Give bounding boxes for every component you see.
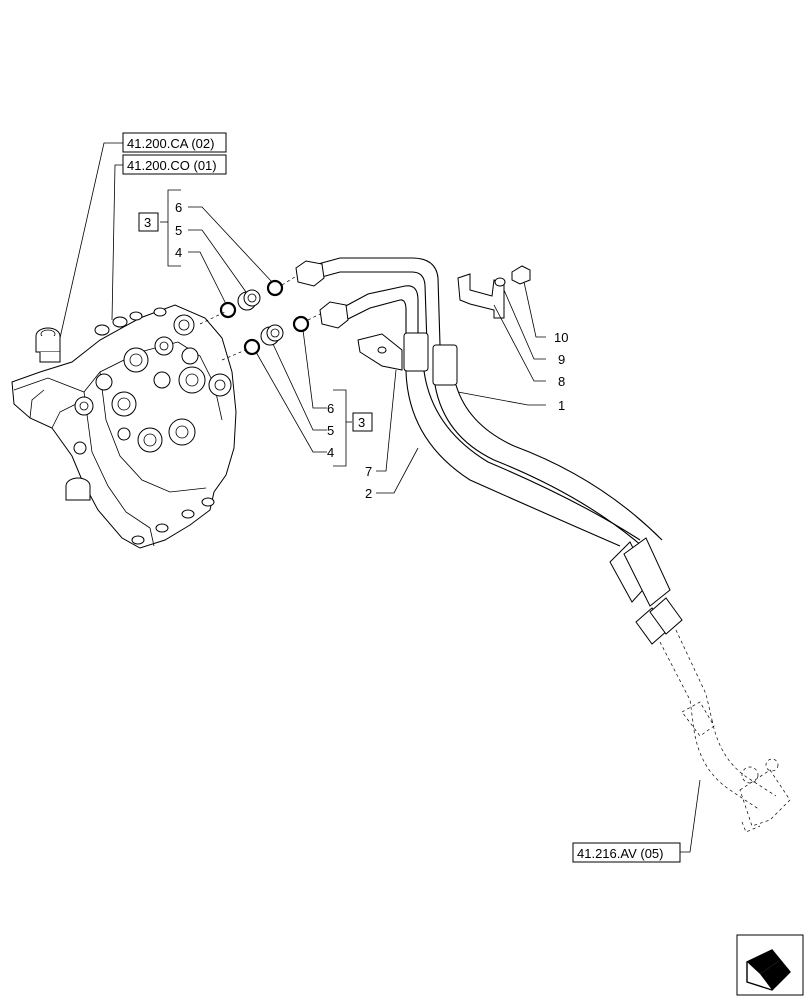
leader-lines [59, 142, 701, 853]
callout-7: 7 [365, 464, 372, 479]
reference-label-41-200-co: 41.200.CO (01) [122, 154, 227, 175]
reference-text-41-200-co: 41.200.CO (01) [127, 158, 217, 173]
reference-label-41-216-av: 41.216.AV (05) [572, 842, 681, 863]
callout-upper-4: 4 [175, 245, 182, 260]
group-box-lower [352, 412, 373, 432]
reference-text-41-200-ca: 41.200.CA (02) [127, 136, 214, 151]
callouts: 3 6 5 4 3 6 5 4 7 2 1 8 9 10 [138, 200, 568, 501]
clamp-8 [457, 273, 505, 319]
callout-lower-6: 6 [327, 401, 334, 416]
nut-upper [295, 260, 325, 287]
callout-lower-3: 3 [358, 415, 365, 430]
callout-9: 9 [558, 352, 565, 367]
screw-10 [511, 265, 531, 285]
callout-2: 2 [365, 486, 372, 501]
callout-10: 10 [554, 330, 568, 345]
o-ring-upper-6 [266, 279, 284, 297]
callout-upper-5: 5 [175, 223, 182, 238]
next-page-arrow-icon[interactable] [736, 934, 804, 996]
o-ring-lower-6 [292, 315, 310, 333]
nut-lower [319, 301, 349, 329]
callout-lower-4: 4 [327, 445, 334, 460]
hose-end-nut-b [649, 597, 683, 635]
callout-upper-6: 6 [175, 200, 182, 215]
small-parts [357, 265, 531, 371]
hose-sleeve-1 [432, 344, 458, 386]
o-ring-lower-4 [243, 338, 261, 356]
o-ring-upper-4 [219, 301, 237, 319]
callout-upper-3: 3 [144, 215, 151, 230]
callout-1: 1 [558, 398, 565, 413]
callout-lower-5: 5 [327, 423, 334, 438]
steering-valve-block [11, 304, 237, 549]
callout-8: 8 [558, 374, 565, 389]
washer-9 [494, 277, 506, 287]
reference-label-41-200-ca: 41.200.CA (02) [122, 132, 227, 153]
hose-assembly [295, 257, 791, 833]
hose-end-sleeve-b [623, 537, 671, 607]
reference-text-41-216-av: 41.216.AV (05) [577, 846, 663, 861]
hose-sleeve-2 [403, 332, 429, 372]
seals-and-adapters [199, 274, 323, 361]
group-box-upper [138, 212, 159, 232]
